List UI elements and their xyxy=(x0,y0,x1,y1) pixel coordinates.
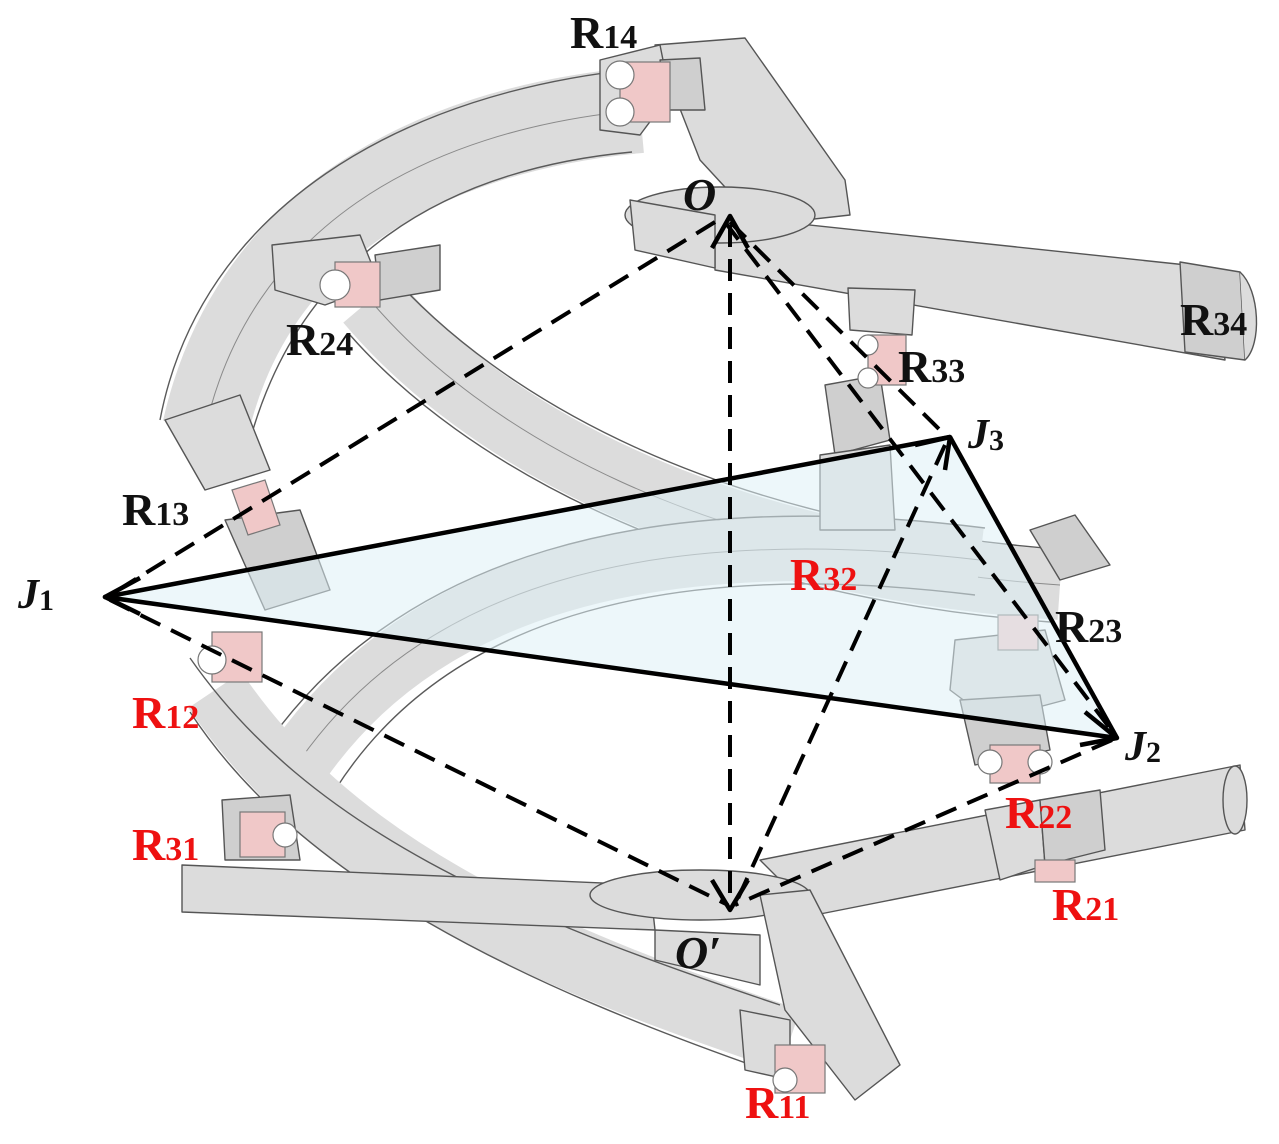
bottom-hub-link xyxy=(589,869,901,1101)
label-r24: R24 xyxy=(286,314,353,365)
hinge-r14 xyxy=(605,60,671,127)
triangle-j1-j2-j3 xyxy=(105,437,1117,738)
label-r22: R22 xyxy=(1005,787,1072,838)
bottom-diagonal-link xyxy=(188,657,801,1076)
label-r31: R31 xyxy=(132,819,199,870)
label-r34: R34 xyxy=(1180,294,1247,345)
hinge-r33 xyxy=(857,334,907,389)
label-r32: R32 xyxy=(790,549,857,600)
arrowhead-o-prime xyxy=(710,878,750,913)
hinge-r12 xyxy=(197,631,263,683)
upper-left-arc-link xyxy=(159,67,649,441)
label-r14: R14 xyxy=(570,7,637,58)
dash-o-j3 xyxy=(728,220,942,432)
arrowhead-j1 xyxy=(102,576,142,617)
arrowheads xyxy=(710,213,750,913)
hinge-r24 xyxy=(319,261,381,308)
point-j1: J1 xyxy=(17,572,54,618)
label-r13: R13 xyxy=(122,484,189,535)
arrowhead-j3 xyxy=(914,434,953,471)
joint-labels: R14 R24 R34 R33 R13 R23 R32 R12 R22 R31 … xyxy=(122,7,1247,1128)
dash-o-j1 xyxy=(108,220,717,597)
top-right-bar xyxy=(714,214,1258,361)
point-labels: O O′ J1 J3 J2 xyxy=(17,169,1161,978)
point-j3: J3 xyxy=(967,412,1004,458)
label-r33: R33 xyxy=(898,341,965,392)
arrowhead-j2 xyxy=(1079,710,1120,748)
r22-block xyxy=(984,789,1106,881)
label-r12: R12 xyxy=(132,687,199,738)
hinge-r11 xyxy=(772,1044,826,1094)
arrowhead-o xyxy=(710,213,750,250)
label-r21: R21 xyxy=(1052,879,1119,930)
hinge-r31 xyxy=(239,811,298,858)
dash-j3-o-prime xyxy=(733,444,947,906)
hinge-r22 xyxy=(977,744,1053,784)
bottom-left-bar xyxy=(181,864,656,931)
hinge-r13 xyxy=(231,479,281,536)
dash-j1-o-prime xyxy=(109,598,729,907)
hinge-r21 xyxy=(1034,859,1076,883)
edge-j3-j2 xyxy=(948,435,1119,740)
dash-o-j2 xyxy=(723,220,1117,737)
label-r23: R23 xyxy=(1055,601,1122,652)
r33-block xyxy=(824,287,916,456)
solid-triangle-edges xyxy=(102,434,1120,748)
top-hub-link xyxy=(624,37,851,269)
label-r11: R11 xyxy=(745,1077,810,1128)
dashed-construction-lines xyxy=(108,220,1117,907)
dash-j2-o-prime xyxy=(734,738,1113,907)
point-o-prime: O′ xyxy=(675,927,721,978)
point-o: O xyxy=(683,169,716,220)
point-j2: J2 xyxy=(1124,724,1161,770)
